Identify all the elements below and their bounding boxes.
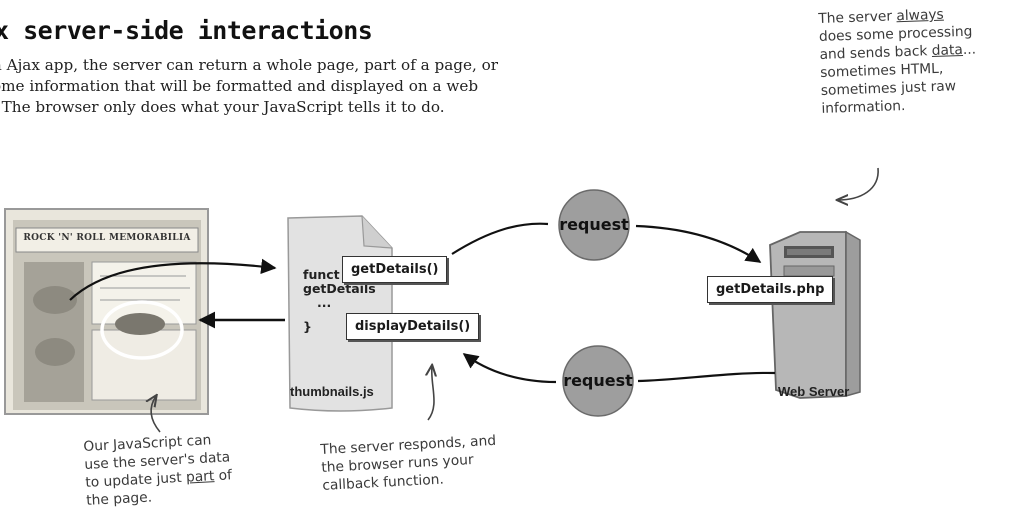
intro-paragraph: n Ajax app, the server can return a whol… bbox=[0, 55, 632, 118]
function-box-getdetails: getDetails() bbox=[342, 256, 448, 283]
request-label-bottom: request bbox=[563, 371, 633, 390]
arrow-page-to-script bbox=[69, 258, 277, 301]
server-tower bbox=[769, 230, 861, 399]
server-file-box: getDetails.php bbox=[707, 276, 834, 303]
note-javascript: Our JavaScript can use the server's data… bbox=[83, 427, 296, 510]
code-line: funct bbox=[303, 267, 340, 282]
function-box-displaydetails: displayDetails() bbox=[346, 313, 480, 340]
section-heading: x server-side interactions bbox=[0, 16, 373, 45]
code-line: } bbox=[303, 319, 312, 334]
note-text: The server bbox=[818, 8, 897, 27]
note-text: ... bbox=[962, 41, 977, 58]
intro-line: n Ajax app, the server can return a whol… bbox=[0, 56, 499, 74]
request-bubble-top bbox=[558, 189, 630, 261]
arrow-bubble-to-server bbox=[635, 224, 762, 263]
pointer-callback-note bbox=[428, 366, 434, 421]
pointer-server-note bbox=[838, 167, 879, 200]
webpage-thumbnail bbox=[4, 208, 209, 415]
pointer-js-note bbox=[151, 396, 161, 433]
code-line: getDetails bbox=[303, 281, 376, 296]
arrow-bubble-to-script bbox=[462, 353, 557, 384]
server-caption: Web Server bbox=[778, 384, 850, 399]
intro-line: ome information that will be formatted a… bbox=[0, 77, 479, 95]
note-text: of bbox=[213, 467, 233, 485]
code-line: ... bbox=[317, 295, 332, 310]
arrow-server-to-bubble bbox=[637, 371, 776, 383]
note-text: always bbox=[896, 6, 945, 25]
note-callback: The server responds, and the browser run… bbox=[320, 429, 543, 494]
script-code: funct getDetails ... } bbox=[303, 268, 376, 334]
webpage-banner: ROCK 'N' ROLL MEMORABILIA bbox=[23, 233, 191, 243]
note-text: part bbox=[185, 468, 215, 486]
request-label-top: request bbox=[559, 215, 629, 234]
script-caption: thumbnails.js bbox=[290, 384, 374, 399]
arrow-script-to-bubble bbox=[451, 222, 549, 255]
note-text: data bbox=[931, 41, 964, 60]
intro-line: . The browser only does what your JavaSc… bbox=[0, 98, 445, 116]
request-bubble-bottom bbox=[562, 345, 634, 417]
note-server: The server always does some processing a… bbox=[818, 3, 1010, 118]
